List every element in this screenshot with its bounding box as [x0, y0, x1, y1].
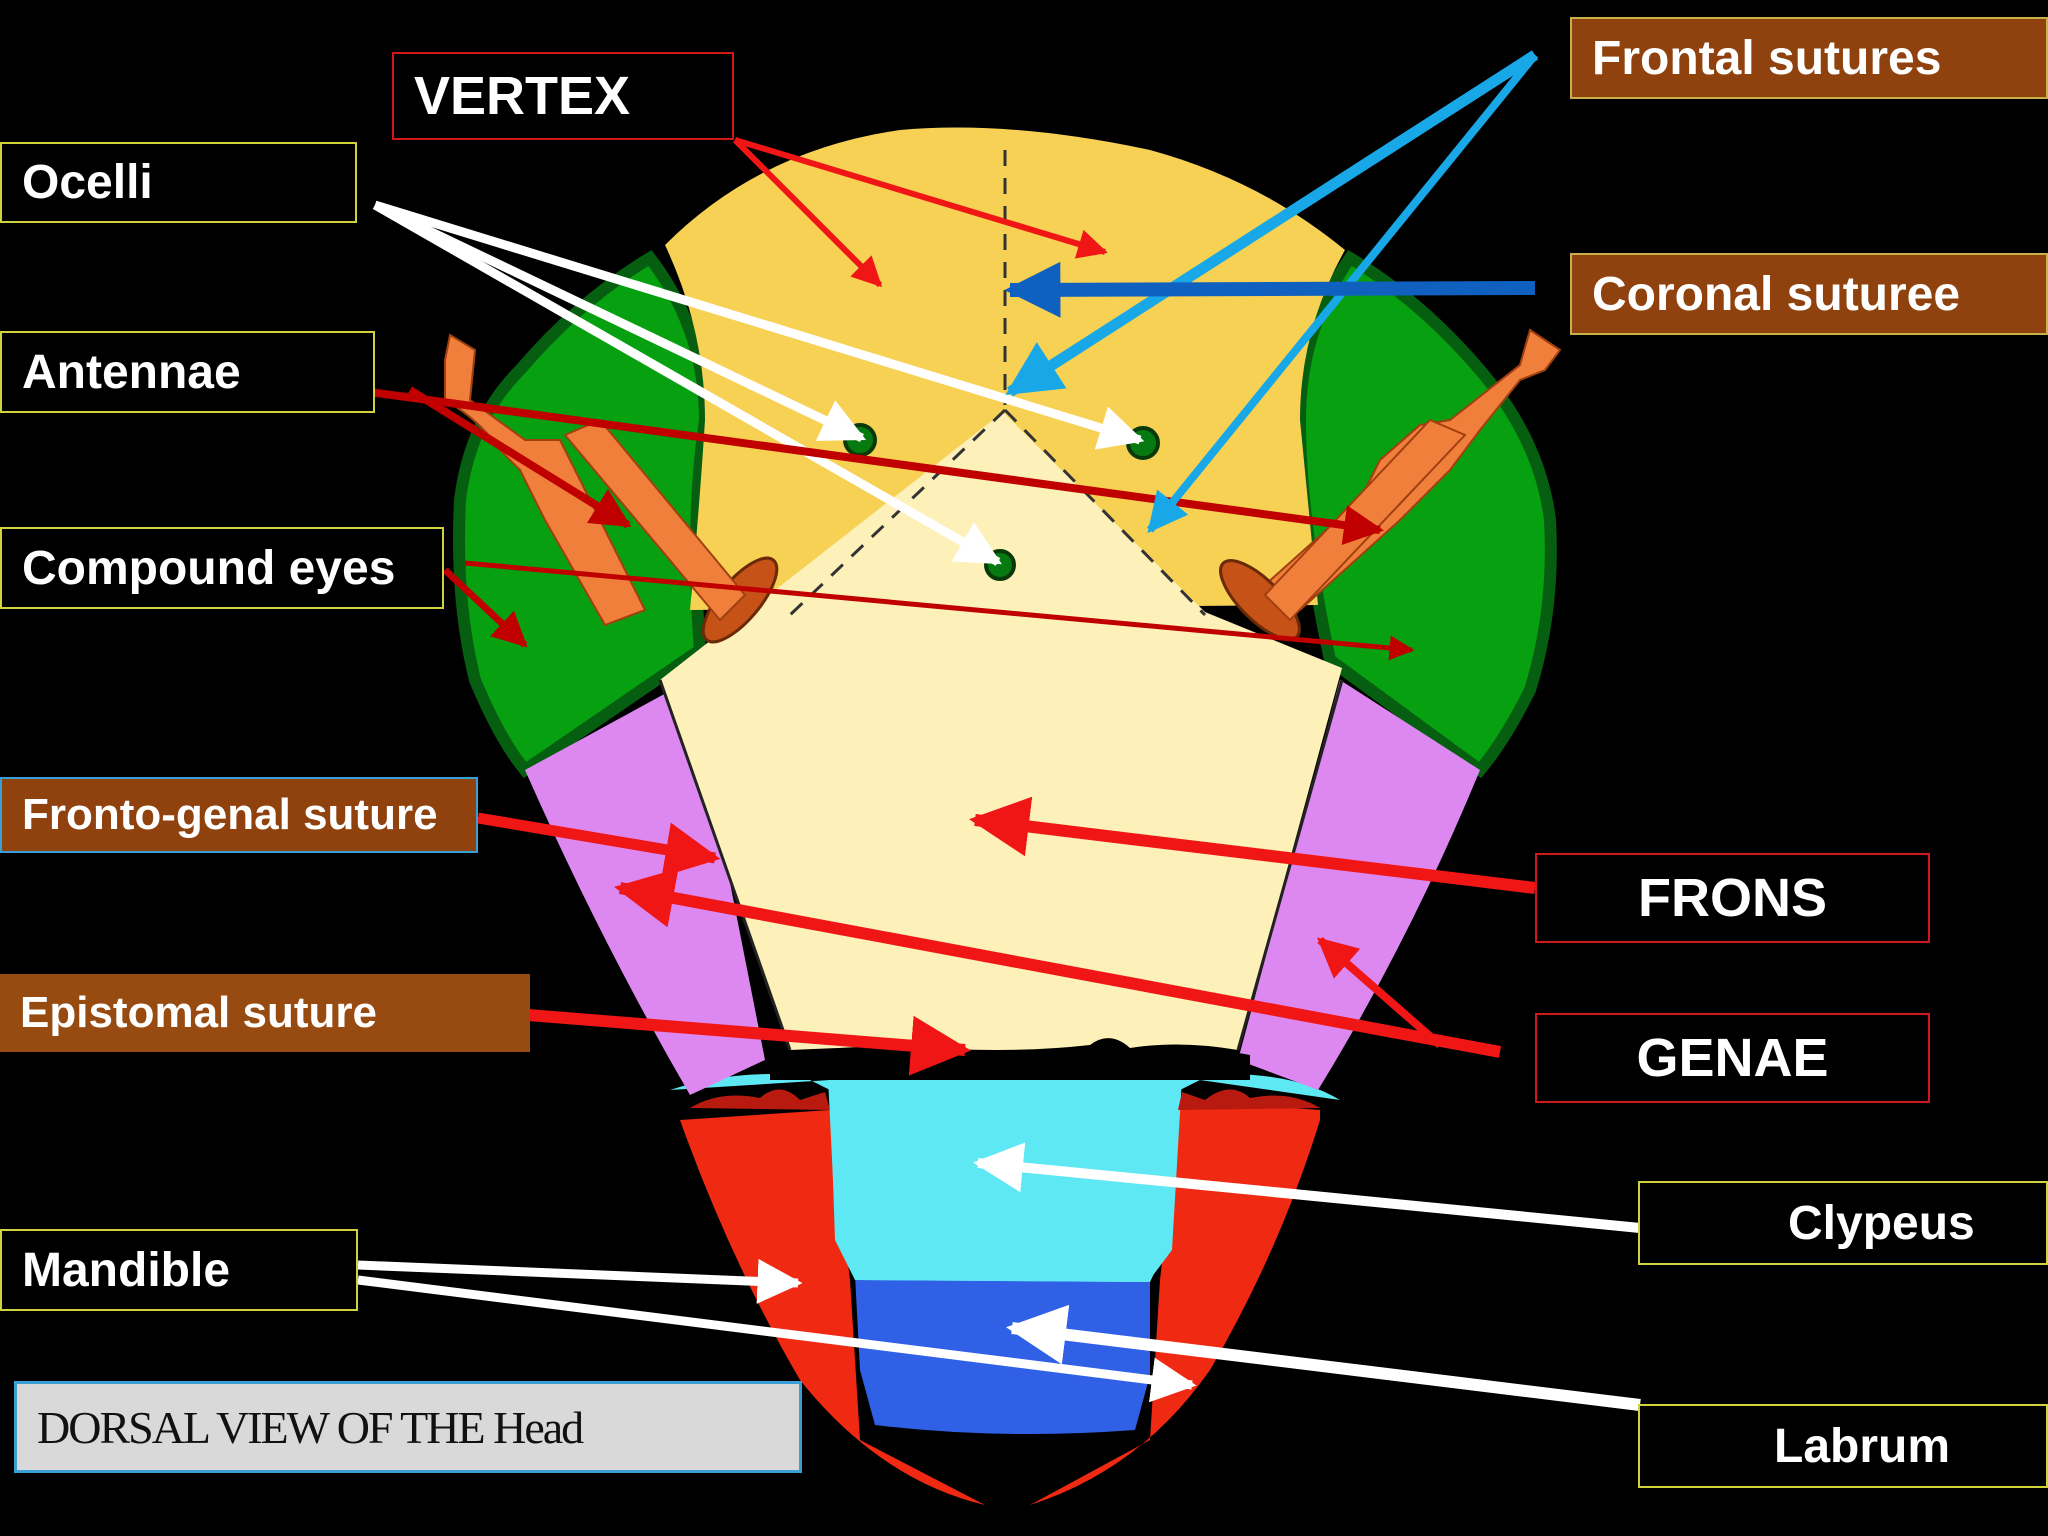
arrow-coronal: [1004, 261, 1536, 318]
arrow-epistomal: [527, 1009, 971, 1076]
ocellus-right: [1126, 426, 1160, 460]
arrow-ocelli-3: [372, 201, 1002, 566]
frons: [660, 412, 1342, 1050]
arrow-clypeus: [973, 1142, 1641, 1233]
label-antennae: Antennae: [0, 331, 375, 413]
label-compound-eyes: Compound eyes: [0, 527, 444, 609]
label-clypeus: Clypeus: [1638, 1181, 2048, 1265]
arrow-mandible-1: [357, 1258, 803, 1304]
gena-right: [1238, 680, 1480, 1090]
arrow-antennae-1: [407, 386, 632, 529]
label-ocelli: Ocelli: [0, 142, 357, 223]
arrow-eyes-2: [464, 560, 1415, 661]
clypeus-mandible-edge-left: [690, 1089, 830, 1110]
label-genae: GENAE: [1535, 1013, 1930, 1103]
label-epistomal-suture: Epistomal suture: [0, 974, 530, 1052]
label-fronto-genal-suture: Fronto-genal suture: [0, 777, 478, 853]
labrum: [855, 1275, 1150, 1434]
label-frontal-sutures: Frontal sutures: [1570, 17, 2048, 99]
diagram-caption: DORSAL VIEW OF THE Head: [14, 1381, 802, 1473]
arrow-genae-1: [614, 868, 1502, 1058]
arrow-ocelli-2: [373, 200, 1145, 450]
arrow-frontal-1: [1005, 50, 1538, 397]
arrow-vertex-1: [732, 137, 883, 288]
label-coronal-suture: Coronal suturee: [1570, 253, 2048, 335]
arrow-ocelli-1: [373, 200, 867, 443]
mandible-left: [680, 1110, 985, 1505]
arrow-fronto-genal: [477, 812, 721, 877]
label-mandible: Mandible: [0, 1229, 358, 1311]
epistomal-suture: [770, 1040, 1250, 1080]
fronto-genal-suture-right: [1236, 679, 1344, 1051]
clypeus-mandible-edge-right: [1178, 1089, 1320, 1110]
arrow-genae-2: [1316, 936, 1443, 1049]
arrow-antennae-2: [354, 386, 1384, 545]
arrow-frons: [969, 796, 1536, 894]
fronto-genal-suture-left: [658, 679, 792, 1051]
arrow-mandible-2: [357, 1275, 1197, 1403]
frontal-suture-right: [1003, 408, 1207, 617]
mandible-right: [1030, 1100, 1320, 1505]
vertex: [665, 127, 1345, 610]
label-frons: FRONS: [1535, 853, 1930, 943]
arrow-vertex-2: [734, 137, 1108, 259]
label-labrum: Labrum: [1638, 1404, 2048, 1488]
label-vertex: VERTEX: [392, 52, 734, 140]
arrow-eyes-1: [442, 567, 528, 648]
arrow-labrum: [1006, 1304, 1641, 1411]
frontal-suture-left: [788, 408, 1007, 617]
